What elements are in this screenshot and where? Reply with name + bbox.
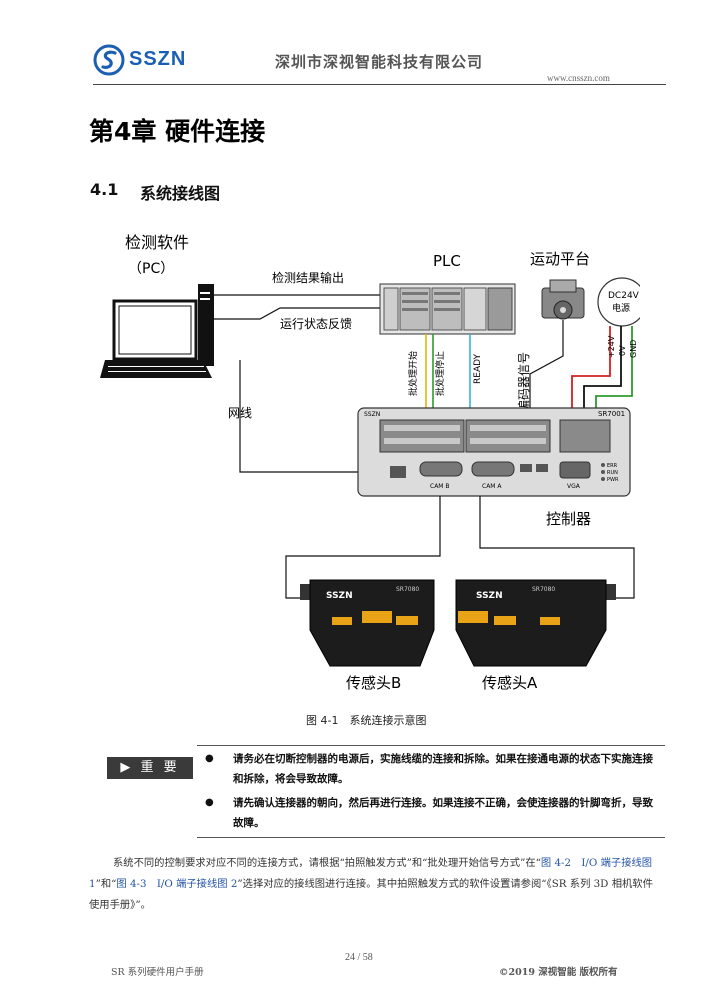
footer-manual-title: SR 系列硬件用户手册	[111, 967, 204, 978]
power-0v: 0V	[618, 345, 627, 356]
servo-motor-icon	[541, 279, 585, 320]
sensor-b-brand: SSZN	[326, 591, 353, 601]
company-logo-icon	[93, 44, 125, 76]
pc-label-2: （PC）	[128, 261, 174, 277]
sensor-b-label: 传感头B	[346, 674, 401, 692]
sensor-head-a-icon	[455, 579, 616, 667]
section-title: 系统接线图	[140, 184, 221, 203]
plc-icon	[379, 283, 516, 335]
dc-label-1: DC24V	[608, 291, 640, 301]
power-24v: +24V	[607, 335, 616, 358]
pc-label-1: 检测软件	[125, 233, 189, 252]
led-err-label: ERR	[607, 463, 618, 469]
motion-platform-label: 运动平台	[530, 250, 590, 268]
body-paragraph: 系统不同的控制要求对应不同的连接方式，请根据“拍照触发方式”和“批处理开始信号方…	[89, 853, 663, 916]
chapter-title: 第4章 硬件连接	[89, 117, 266, 146]
led-run-label: RUN	[607, 470, 618, 476]
signal-batch-start: 批处理开始	[407, 351, 419, 396]
sensor-b-model: SR7080	[396, 586, 419, 593]
signal-ready: READY	[473, 353, 483, 384]
computer-icon	[100, 284, 214, 378]
sensor-a-model: SR7080	[532, 586, 555, 593]
bullet-icon: ●	[205, 797, 214, 808]
important-box: ● 请务必在切断控制器的电源后，实施线缆的连接和拆除。如果在接通电源的状态下实施…	[197, 745, 665, 838]
plc-label: PLC	[433, 252, 461, 270]
important-item-2: 请先确认连接器的朝向，然后再进行连接。如果连接不正确，会使连接器的针脚弯折，导致…	[233, 797, 653, 829]
vga-port-label: VGA	[567, 483, 581, 490]
power-gnd: GND	[629, 340, 638, 358]
company-name: 深圳市深视智能科技有限公司	[275, 53, 484, 71]
sensor-head-b-icon	[300, 579, 435, 667]
wire-label-result: 检测结果输出	[272, 270, 344, 285]
dc-power-icon	[597, 277, 640, 327]
cam-a-port-label: CAM A	[482, 483, 502, 490]
dc-label-2: 电源	[612, 302, 630, 314]
wire-label-status: 运行状态反馈	[280, 317, 352, 331]
website: www.cnsszn.com	[547, 73, 610, 83]
important-item-1: 请务必在切断控制器的电源后，实施线缆的连接和拆除。如果在接通电源的状态下实施连接…	[233, 753, 653, 785]
bullet-icon: ●	[205, 753, 214, 764]
sensor-a-label: 传感头A	[482, 674, 538, 692]
footer-copyright: ©2019 深视智能 版权所有	[499, 967, 618, 978]
logo-text: SSZN	[129, 48, 187, 70]
wire-label-network: 网线	[228, 406, 252, 420]
figure-caption: 图 4-1 系统连接示意图	[306, 714, 427, 727]
controller-model: SR7001	[598, 410, 625, 418]
section-number: 4.1	[90, 180, 119, 199]
cam-b-port-label: CAM B	[430, 483, 450, 490]
paragraph-text-1: 系统不同的控制要求对应不同的连接方式，请根据“拍照触发方式”和“批处理开始信号方…	[113, 857, 541, 869]
system-connection-diagram: 检测软件 （PC） 检测结果输出 运行状态反馈 网线 PLC 运动平台	[100, 233, 640, 692]
led-pwr-label: PWR	[607, 477, 619, 483]
header-divider	[93, 84, 666, 85]
signal-batch-stop: 批处理停止	[434, 351, 446, 396]
controller-label: 控制器	[546, 510, 591, 528]
sensor-a-brand: SSZN	[476, 591, 503, 601]
paragraph-text-2: ”和“	[95, 878, 117, 890]
controller-brand: SSZN	[364, 411, 380, 418]
paragraph-text-3: ”选择对应的接线图进行连接。其中拍照触发方式的软件设置请参阅“《SR 系列 3D…	[89, 878, 653, 911]
page-number: 24 / 58	[345, 952, 373, 963]
link-figure-4-2[interactable]: 图 4-2 I/O 端子接线图 1	[89, 857, 653, 890]
link-figure-4-3[interactable]: 图 4-3 I/O 端子接线图 2	[116, 878, 238, 890]
controller-icon	[357, 407, 631, 497]
important-badge: ▶ 重 要	[107, 757, 193, 779]
signal-encoder: 编码器信号	[516, 352, 531, 412]
